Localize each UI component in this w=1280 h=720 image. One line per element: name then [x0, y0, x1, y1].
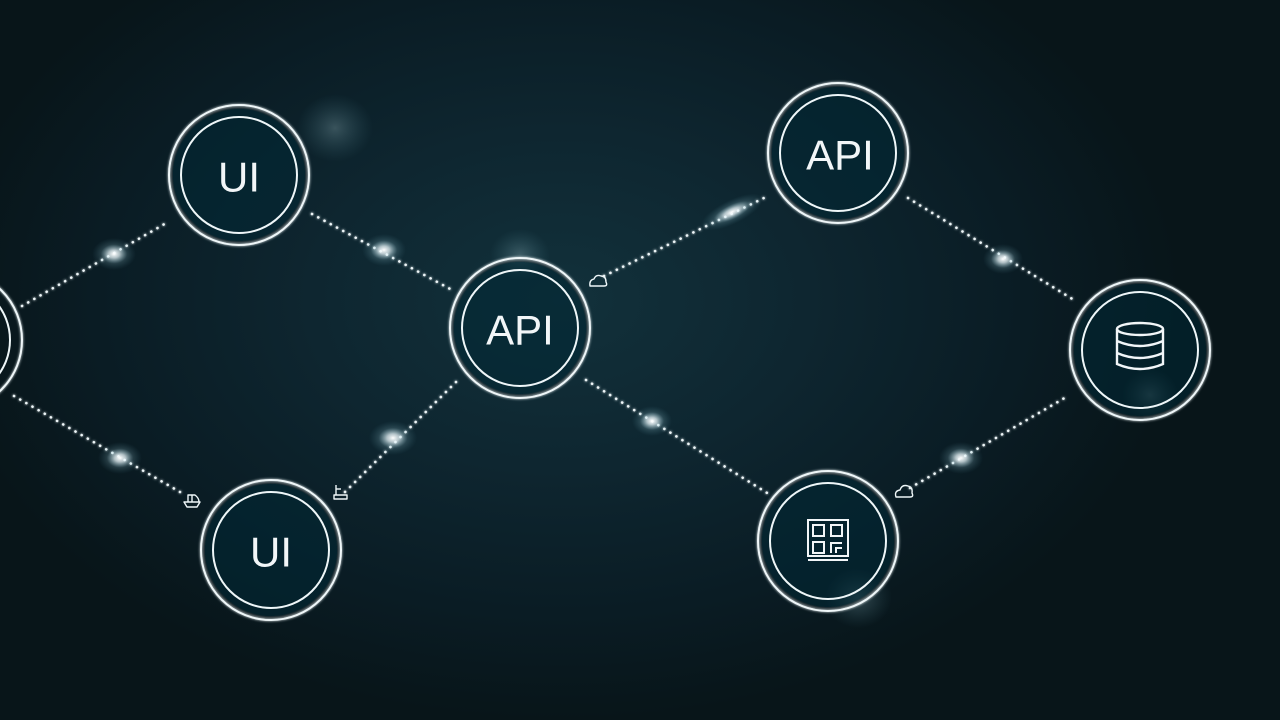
node-outer-ring [200, 479, 342, 621]
connection-line [908, 394, 1070, 490]
node-ui-bottom[interactable]: UI [200, 479, 342, 621]
small-icons [183, 274, 914, 508]
module-grid-icon [807, 519, 849, 561]
node-inner-ring [180, 116, 298, 234]
connection-line [602, 194, 770, 278]
node-api-center[interactable]: API [449, 257, 591, 399]
node-inner-ring [1081, 291, 1199, 409]
background-glows [297, 94, 1178, 628]
cloud-icon [589, 274, 608, 287]
node-outer-ring [0, 287, 23, 393]
node-ui-top[interactable]: UI [168, 104, 310, 246]
node-inner-ring [212, 491, 330, 609]
light-particles [92, 193, 1023, 474]
connection-line [906, 196, 1076, 302]
node-label: UI [250, 529, 292, 576]
node-inner-ring [0, 305, 11, 375]
node-label: UI [218, 154, 260, 201]
node-api-top[interactable]: API [767, 82, 909, 224]
light-particle [632, 406, 672, 436]
node-inner-ring [779, 94, 897, 212]
light-particle [983, 244, 1023, 274]
database-icon [1115, 321, 1165, 371]
connection-line [20, 220, 170, 308]
node-outer-ring [168, 104, 310, 246]
background-glow [297, 94, 373, 162]
node-outer-ring [1069, 279, 1211, 421]
light-particle [98, 442, 142, 474]
node-inner-ring [461, 269, 579, 387]
light-particle [700, 193, 764, 231]
node-outer-ring [767, 82, 909, 224]
light-particle [362, 234, 406, 266]
light-particle [939, 442, 983, 474]
node-label: API [486, 307, 554, 354]
connection-line [12, 394, 182, 494]
node-label: API [806, 132, 874, 179]
node-outer-ring [449, 257, 591, 399]
node-module[interactable] [757, 470, 899, 612]
robot-icon [333, 485, 348, 500]
light-particle [369, 421, 417, 455]
boat-icon [183, 494, 201, 508]
cloud-icon [894, 484, 914, 498]
node-inner-ring [769, 482, 887, 600]
node-database[interactable] [1069, 279, 1211, 421]
node-outer-ring [757, 470, 899, 612]
connection-line [584, 378, 774, 498]
light-particle [92, 238, 136, 270]
node-edge-partial[interactable] [0, 270, 23, 410]
